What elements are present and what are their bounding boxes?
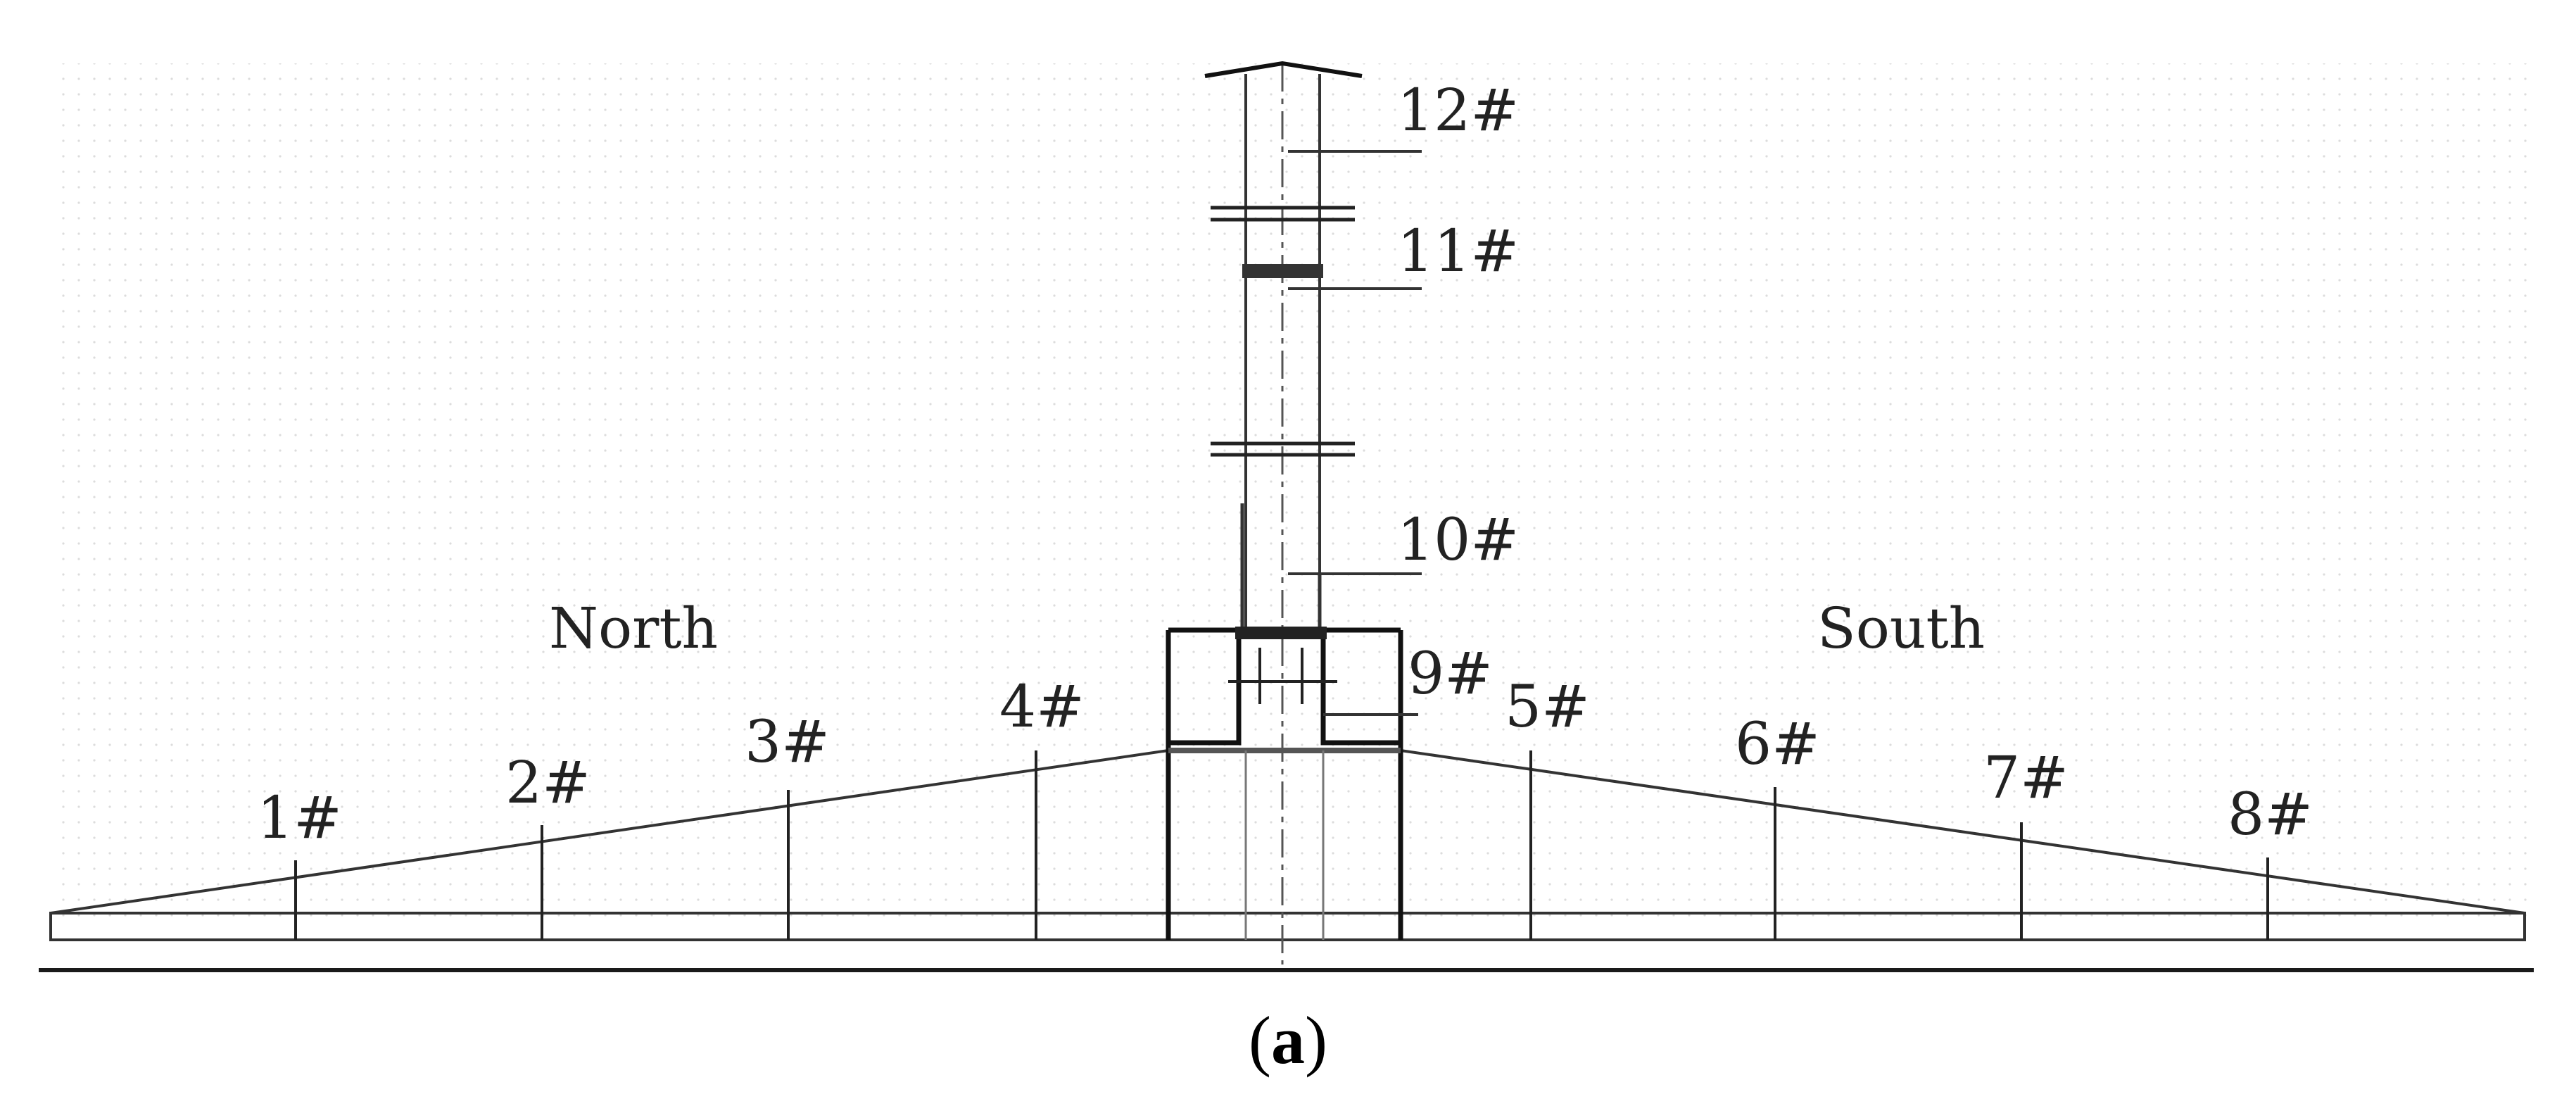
- point-4-label: 4#: [999, 674, 1085, 741]
- column-joints: [1211, 206, 1355, 457]
- pier-column: [1244, 74, 1321, 637]
- joint-11-block: [1242, 264, 1323, 278]
- bolts: [1228, 648, 1337, 704]
- point-5-label: 5#: [1505, 674, 1590, 741]
- south-label: South: [1817, 596, 1985, 661]
- point-2-label: 2#: [505, 750, 591, 817]
- sleeve-10: [1240, 503, 1322, 627]
- point-11-label: 11#: [1397, 218, 1519, 285]
- south-slope-line: [1400, 749, 2525, 915]
- caption-letter: a: [1271, 1003, 1305, 1078]
- caption-open-paren: (: [1249, 1003, 1271, 1078]
- point-12-label: 12#: [1397, 77, 1519, 144]
- top-arrow-icon: [1204, 61, 1363, 78]
- joint-9-block: [1235, 627, 1327, 639]
- dotted-background: [56, 63, 2534, 929]
- point-7-label: 7#: [1983, 745, 2069, 812]
- point-8-label: 8#: [2228, 781, 2313, 848]
- north-slope-line: [50, 749, 1169, 915]
- caption-close-paren: ): [1305, 1003, 1327, 1078]
- north-label: North: [549, 596, 718, 661]
- point-10-label: 10#: [1397, 507, 1519, 574]
- point-3-label: 3#: [745, 709, 830, 776]
- base-slab: [49, 912, 2526, 941]
- point-6-label: 6#: [1735, 711, 1820, 778]
- point-1-label: 1#: [257, 785, 342, 852]
- figure-caption: (a): [1249, 1003, 1327, 1078]
- point-9-label: 9#: [1408, 641, 1493, 708]
